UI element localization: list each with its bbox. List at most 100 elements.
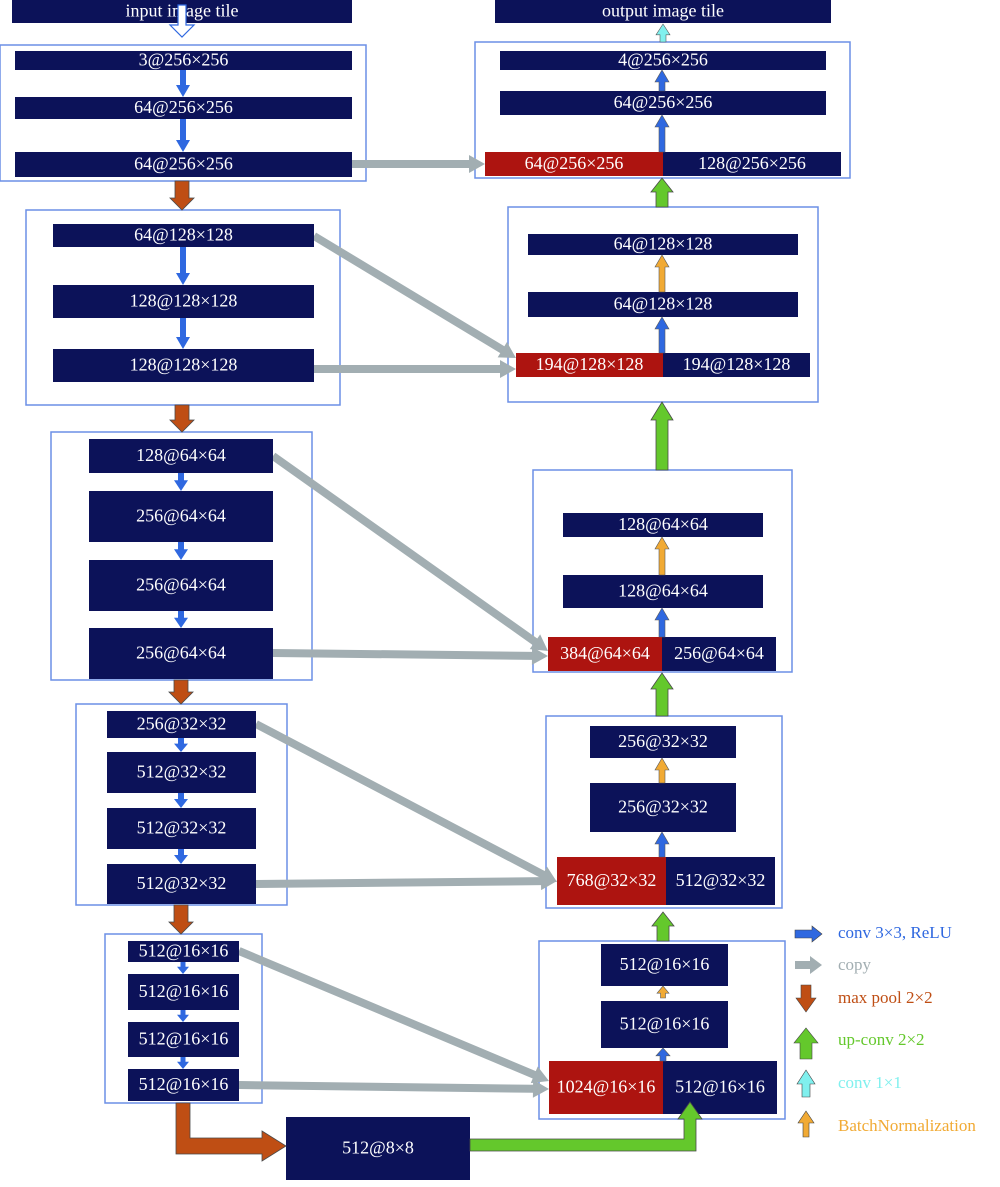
enc5-block-3-label: 512@16×16 <box>139 1029 229 1049</box>
enc4-block-4 <box>107 864 256 904</box>
conv1x1-arrow-icon <box>796 1069 816 1098</box>
enc5-conv-arrow-2 <box>177 1010 189 1022</box>
dec1-block-top-label: 4@256×256 <box>618 50 708 70</box>
enc1-conv-arrow-2 <box>176 119 190 152</box>
dec5-conv-arrow <box>655 1047 671 1062</box>
enc5-conv-arrow-3 <box>177 1057 189 1069</box>
enc3-block-4 <box>89 628 273 679</box>
enc3-block-4-label: 256@64×64 <box>136 643 226 663</box>
dec1-block-mid-label: 64@256×256 <box>614 92 713 112</box>
dec4-concat-upsampled-label: 512@32×32 <box>676 870 766 890</box>
enc5-block-1-label: 512@16×16 <box>139 941 229 961</box>
legend-label-batchnorm: BatchNormalization <box>838 1116 976 1135</box>
enc2-conv-arrow-2 <box>176 318 190 349</box>
dec3-block-top <box>563 513 763 537</box>
copy-arrow-level1 <box>352 155 485 173</box>
dec1-block-top <box>500 51 826 70</box>
dec1-conv-arrow-1 <box>654 114 670 153</box>
conv-arrow-icon <box>794 925 823 943</box>
enc4-block-4-label: 512@32×32 <box>137 873 227 893</box>
dec1-concat-copied-label: 64@256×256 <box>525 153 624 173</box>
dec3-conv-arrow <box>654 607 670 638</box>
enc4-conv-arrow-1 <box>174 738 188 752</box>
upconv-arrow-icon <box>793 1027 819 1060</box>
maxpool-bottleneck-arrow <box>175 1102 287 1162</box>
copy-arrow-level4 <box>255 872 557 891</box>
dec2-concat-copied <box>516 353 663 377</box>
enc2-block-2 <box>53 285 314 318</box>
enc3-pool-arrow <box>168 679 194 705</box>
enc4-block-3-label: 512@32×32 <box>137 818 227 838</box>
dec3-block-mid-label: 128@64×64 <box>618 581 708 601</box>
copy-arrow-icon <box>795 956 822 974</box>
enc3-block-2-label: 256@64×64 <box>136 506 226 526</box>
enc4-conv-arrow-2 <box>174 793 188 808</box>
enc2-block-3 <box>53 349 314 382</box>
output-image-tile-label-label: output image tile <box>602 1 724 21</box>
dec2-block-top <box>528 234 798 255</box>
enc1-conv-arrow-1 <box>176 70 190 97</box>
dec2-concat-upsampled <box>663 353 810 377</box>
dec1-conv-arrow-2 <box>654 69 670 92</box>
enc5-block-4-label: 512@16×16 <box>139 1074 229 1094</box>
enc4-block-2 <box>107 752 256 793</box>
dec5-concat-upsampled-label: 512@16×16 <box>675 1077 765 1097</box>
enc3-block-1-label: 128@64×64 <box>136 445 226 465</box>
dec5-block-mid-label: 512@16×16 <box>620 1014 710 1034</box>
enc3-block-2 <box>89 491 273 542</box>
enc1-block-3-label: 64@256×256 <box>134 154 233 174</box>
enc5-block-2 <box>128 974 239 1010</box>
enc3-conv-arrow-3 <box>174 611 188 628</box>
dec4-conv-arrow <box>654 831 670 858</box>
upconv-bottleneck-arrow <box>469 1101 703 1152</box>
output-image-tile-label <box>495 0 831 23</box>
batchnorm-arrow-icon <box>797 1110 815 1138</box>
legend-label-maxpool: max pool 2×2 <box>838 988 933 1007</box>
dec1-concat-upsampled <box>663 152 841 176</box>
dec4-concat-upsampled <box>666 857 775 905</box>
dec2-block-mid-label: 64@128×128 <box>614 294 713 314</box>
dec1-concat-copied <box>485 152 663 176</box>
dec5-block-mid <box>601 1001 728 1048</box>
enc5-block-3 <box>128 1022 239 1057</box>
dec2-batchnorm-arrow <box>654 254 670 293</box>
enc1-block-1-label: 3@256×256 <box>139 50 229 70</box>
enc2-block-3-label: 128@128×128 <box>130 355 238 375</box>
copy-arrow-level5 <box>238 1079 549 1098</box>
dec5-concat-upsampled <box>663 1061 777 1114</box>
enc1-block-2-label: 64@256×256 <box>134 97 233 117</box>
enc2-block-2-label: 128@128×128 <box>130 291 238 311</box>
dec4-block-mid <box>590 783 736 832</box>
enc2-block-1-label: 64@128×128 <box>134 225 233 245</box>
enc5-block-2-label: 512@16×16 <box>139 981 229 1001</box>
maxpool-arrow-icon <box>795 984 817 1013</box>
dec4-block-top-label: 256@32×32 <box>618 731 708 751</box>
enc1-block-2 <box>15 97 352 119</box>
enc5-block-4 <box>128 1069 239 1101</box>
enc4-block-3 <box>107 808 256 849</box>
dec2-block-top-label: 64@128×128 <box>614 234 713 254</box>
dec3-concat-upsampled-label: 256@64×64 <box>674 643 764 663</box>
dec5-block-top <box>601 944 728 986</box>
legend-label-upconv: up-conv 2×2 <box>838 1030 925 1049</box>
enc3-block-3-label: 256@64×64 <box>136 575 226 595</box>
dec3-upconv-arrow <box>650 401 674 471</box>
copy-arrow-level3 <box>272 646 548 665</box>
legend-label-conv1x1: conv 1×1 <box>838 1073 902 1092</box>
enc3-conv-arrow-2 <box>174 542 188 560</box>
dec2-concat-upsampled-label: 194@128×128 <box>683 354 791 374</box>
dec5-upconv-arrow <box>651 911 675 942</box>
enc4-block-1-label: 256@32×32 <box>137 714 227 734</box>
dec3-block-top-label: 128@64×64 <box>618 514 708 534</box>
dec5-block-top-label: 512@16×16 <box>620 954 710 974</box>
enc1-block-1 <box>15 51 352 70</box>
copy-arrow-level4-diagonal <box>254 720 557 883</box>
dec3-concat-upsampled <box>662 637 776 671</box>
enc2-pool-arrow <box>169 404 195 433</box>
input-arrow-icon <box>168 4 196 38</box>
dec2-conv-arrow <box>654 316 670 354</box>
dec5-concat-copied-label: 1024@16×16 <box>557 1077 656 1097</box>
enc1-pool-arrow <box>169 180 195 211</box>
dec3-block-mid <box>563 575 763 608</box>
